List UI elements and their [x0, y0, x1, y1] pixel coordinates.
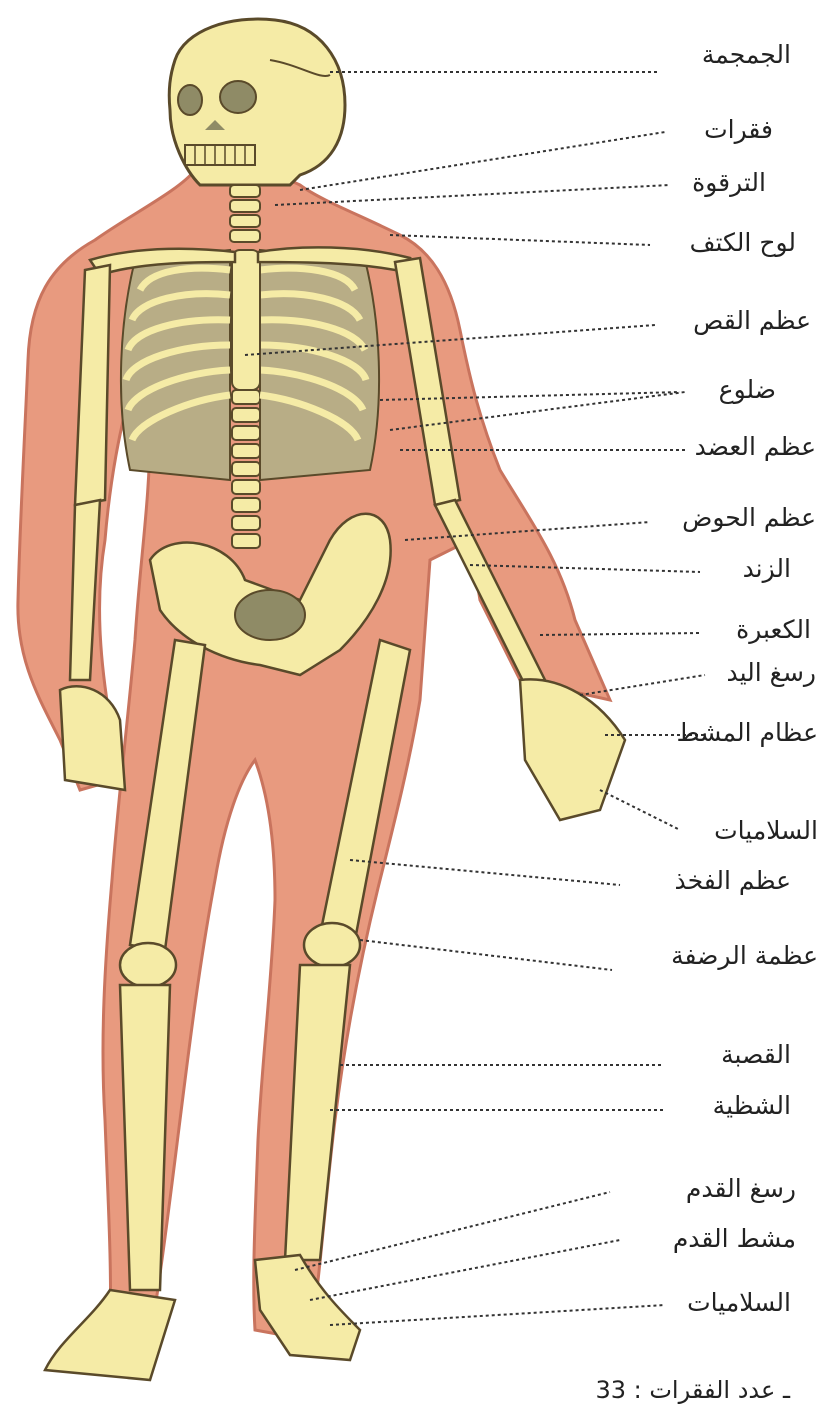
label-metacarpals: عظام المشط [676, 720, 818, 745]
label-vertebrae: فقرات [704, 117, 773, 142]
label-ulna: الزند [743, 556, 791, 581]
label-sternum: عظم القص [693, 308, 811, 333]
label-fibula: الشظية [713, 1093, 791, 1118]
label-pelvis: عظم الحوض [682, 505, 816, 530]
label-femur: عظم الفخذ [675, 868, 791, 893]
label-phalanges-foot: السلاميات [687, 1290, 791, 1315]
label-phalanges-hand: السلاميات [714, 818, 818, 843]
label-skull: الجمجمة [702, 42, 791, 67]
label-humerus: عظم العضد [695, 434, 816, 459]
label-scapula: لوح الكتف [690, 230, 796, 255]
label-carpals: رسغ اليد [726, 660, 816, 685]
label-ribs: ضلوع [719, 377, 776, 402]
label-metatarsals: مشط القدم [673, 1226, 796, 1251]
label-tarsals: رسغ القدم [686, 1176, 796, 1201]
label-patella: عظمة الرضفة [671, 943, 818, 968]
skull-bone [169, 19, 345, 185]
label-radius: الكعبرة [736, 617, 811, 642]
label-clavicle: الترقوة [692, 170, 766, 195]
vertebrae-count-note: ـ عدد الفقرات : 33 [500, 1378, 790, 1402]
label-tibia: القصبة [721, 1042, 791, 1067]
